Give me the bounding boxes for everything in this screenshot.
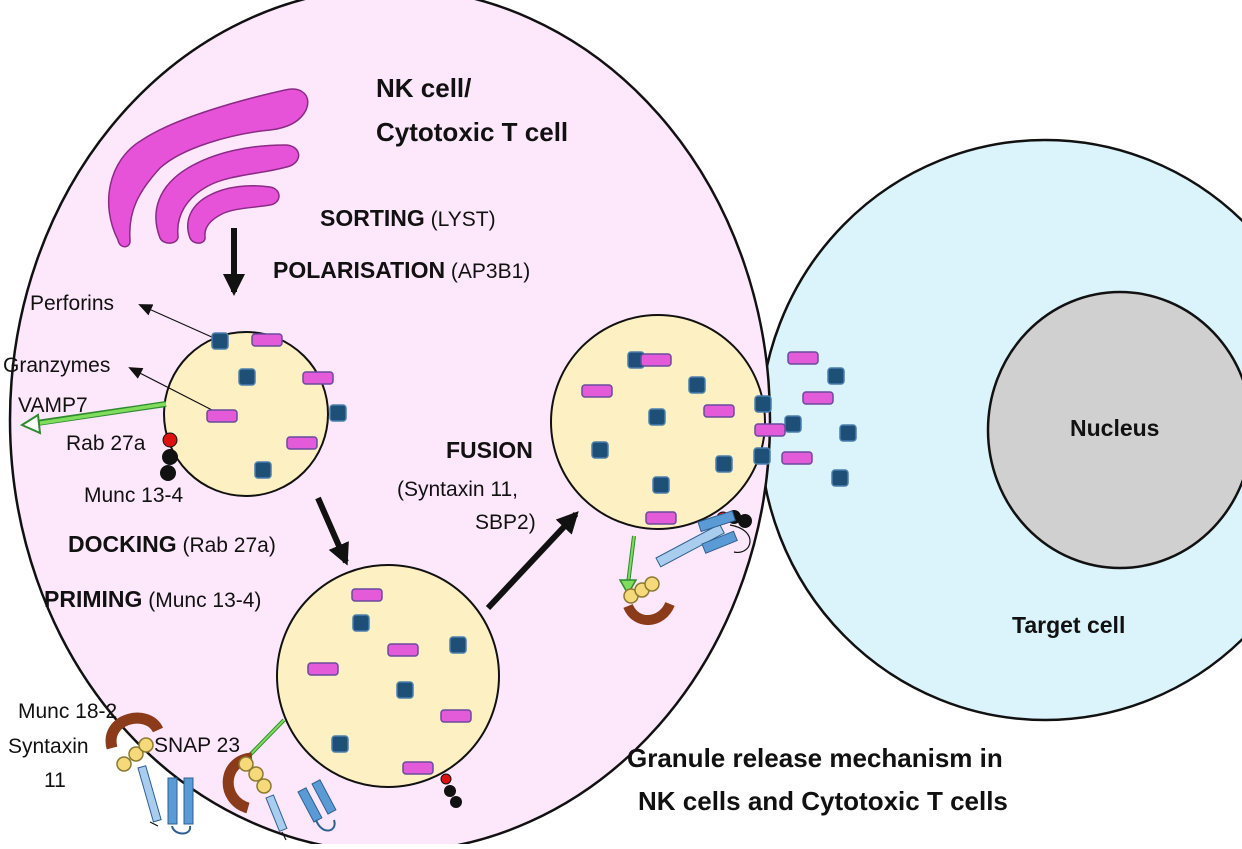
munc18-syntaxin-snap23 bbox=[105, 712, 194, 835]
perforin-5 bbox=[352, 614, 370, 632]
step-sorting-name: SORTING bbox=[320, 205, 425, 231]
perforin-20 bbox=[831, 469, 849, 487]
granule-1 bbox=[163, 331, 329, 497]
granzyme-10 bbox=[640, 353, 672, 367]
label-syntaxin-number: 11 bbox=[44, 769, 66, 792]
granzyme-9 bbox=[402, 761, 434, 775]
granzyme-3 bbox=[206, 409, 238, 423]
perforin-18 bbox=[827, 367, 845, 385]
rab27a-munc13-granule2 bbox=[440, 773, 462, 808]
granule-cargo bbox=[206, 332, 857, 775]
step-sorting: SORTING (LYST) bbox=[320, 205, 496, 231]
perforin-2 bbox=[238, 368, 256, 386]
target-cell-label: Target cell bbox=[1012, 612, 1125, 638]
step-priming: PRIMING (Munc 13-4) bbox=[44, 586, 261, 612]
perforin-15 bbox=[754, 395, 772, 413]
perforin-17 bbox=[753, 447, 771, 465]
granzyme-6 bbox=[387, 643, 419, 657]
granzyme-17 bbox=[781, 451, 813, 465]
step-fusion: FUSION bbox=[446, 437, 533, 463]
cell-title-line1: NK cell/ bbox=[376, 73, 471, 103]
granzyme-5 bbox=[351, 588, 383, 602]
step-polarisation: POLARISATION (AP3B1) bbox=[273, 257, 530, 283]
perforin-8 bbox=[331, 735, 349, 753]
cell-title-line2: Cytotoxic T cell bbox=[376, 117, 568, 147]
label-snap23: SNAP 23 bbox=[154, 734, 240, 757]
granzyme-13 bbox=[645, 511, 677, 525]
fusion-arrow bbox=[485, 511, 579, 611]
granzyme-2 bbox=[302, 371, 334, 385]
step-fusion-detail-line2: SBP2) bbox=[475, 511, 536, 534]
perforin-6 bbox=[449, 636, 467, 654]
granule-2 bbox=[276, 564, 500, 788]
perforin-11 bbox=[648, 408, 666, 426]
granzyme-15 bbox=[787, 351, 819, 365]
perforin-4 bbox=[254, 461, 272, 479]
perforin-1 bbox=[211, 332, 229, 350]
granzyme-12 bbox=[703, 404, 735, 418]
label-granzymes: Granzymes bbox=[3, 354, 110, 377]
vamp7-granule3-inner bbox=[627, 535, 635, 585]
granzyme-14 bbox=[754, 423, 786, 437]
label-perforins: Perforins bbox=[30, 292, 114, 315]
step-priming-name: PRIMING bbox=[44, 586, 142, 612]
step-polarisation-name: POLARISATION bbox=[273, 257, 445, 283]
label-rab27a: Rab 27a bbox=[66, 432, 146, 455]
vamp7-arrow bbox=[19, 401, 167, 435]
label-munc18-2: Munc 18-2 bbox=[18, 700, 117, 723]
perforin-10 bbox=[688, 376, 706, 394]
caption-line2: NK cells and Cytotoxic T cells bbox=[638, 786, 1008, 816]
perforin-3 bbox=[329, 404, 347, 422]
perforin-12 bbox=[591, 441, 609, 459]
docking-arrow bbox=[315, 496, 349, 566]
step-fusion-detail-line1: (Syntaxin 11, bbox=[397, 478, 518, 501]
perforin-14 bbox=[652, 476, 670, 494]
perforin-13 bbox=[715, 455, 733, 473]
nucleus bbox=[986, 290, 1242, 570]
perforin-16 bbox=[784, 415, 802, 433]
granzyme-11 bbox=[581, 384, 613, 398]
golgi-apparatus bbox=[107, 88, 309, 248]
perforins-pointer bbox=[138, 304, 215, 339]
vamp7-tether-granule2-inner bbox=[246, 719, 285, 759]
step-docking-detail: (Rab 27a) bbox=[177, 534, 276, 557]
step-priming-detail: (Munc 13-4) bbox=[142, 589, 261, 612]
perforin-19 bbox=[839, 424, 857, 442]
label-munc13-4: Munc 13-4 bbox=[84, 484, 184, 507]
granzyme-8 bbox=[440, 709, 472, 723]
granzyme-4 bbox=[286, 436, 318, 450]
step-docking-name: DOCKING bbox=[68, 531, 177, 557]
granzyme-7 bbox=[307, 662, 339, 676]
vamp7-granule3-head bbox=[618, 579, 638, 596]
label-syntaxin: Syntaxin bbox=[8, 735, 89, 758]
snare-complex-granule3 bbox=[623, 510, 751, 625]
snare-complex-granule2 bbox=[222, 752, 337, 841]
caption-line1: Granule release mechanism in bbox=[627, 743, 1003, 773]
step-polarisation-detail: (AP3B1) bbox=[445, 260, 530, 283]
perforin-7 bbox=[396, 681, 414, 699]
rab27a-munc13-granule1 bbox=[160, 432, 178, 481]
step-docking: DOCKING (Rab 27a) bbox=[68, 531, 276, 557]
nucleus-label: Nucleus bbox=[1070, 415, 1159, 441]
label-vamp7: VAMP7 bbox=[18, 394, 88, 417]
granzymes-pointer bbox=[128, 367, 213, 411]
granzyme-1 bbox=[251, 333, 283, 347]
granzyme-16 bbox=[802, 391, 834, 405]
step-sorting-detail: (LYST) bbox=[425, 208, 496, 231]
